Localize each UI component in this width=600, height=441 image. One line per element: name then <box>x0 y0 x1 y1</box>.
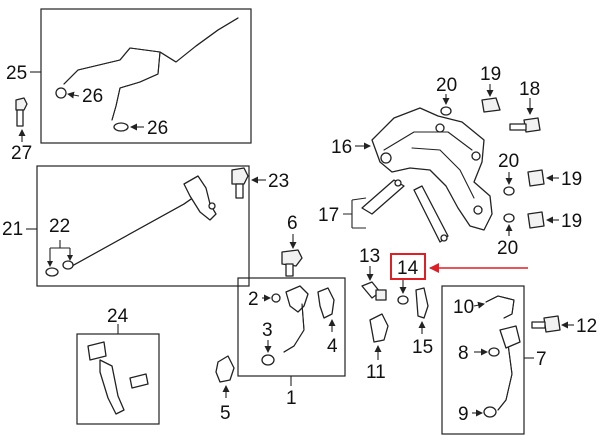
callout-20c: 20 <box>497 238 518 259</box>
bolt-23 <box>231 167 249 199</box>
callout-19c: 19 <box>561 211 582 232</box>
callout-4: 4 <box>327 336 338 357</box>
callout-12: 12 <box>576 316 597 337</box>
bracket-17 <box>361 179 449 243</box>
callout-13: 13 <box>359 246 380 267</box>
oring-26a <box>55 87 67 99</box>
callout-23: 23 <box>268 171 289 192</box>
group-25-box <box>40 8 252 144</box>
oring-20c <box>503 213 515 223</box>
callout-18: 18 <box>519 79 540 100</box>
group-1-box <box>237 277 346 377</box>
callout-15: 15 <box>412 337 433 358</box>
oring-9 <box>483 406 497 418</box>
plug-19c <box>527 211 545 229</box>
oring-3 <box>261 354 275 366</box>
callout-2: 2 <box>248 289 259 310</box>
callout-14: 14 <box>397 258 419 279</box>
group-7-box <box>441 285 525 435</box>
oring-2 <box>271 293 281 303</box>
bolt-18 <box>509 117 541 133</box>
clip-15 <box>415 287 429 319</box>
callout-7: 7 <box>536 349 547 370</box>
group-21-box <box>36 165 250 287</box>
oring-20a <box>440 106 452 116</box>
sensor-13 <box>361 281 387 301</box>
callout-1: 1 <box>286 388 297 409</box>
callout-20a: 20 <box>436 75 457 96</box>
callout-10: 10 <box>453 297 474 318</box>
bolt-12 <box>531 315 561 333</box>
callout-27: 27 <box>11 143 32 164</box>
callout-22: 22 <box>49 216 70 237</box>
plug-19a <box>481 97 501 113</box>
oring-22b <box>62 260 74 270</box>
callout-25: 25 <box>6 63 27 84</box>
oring-8 <box>488 347 500 357</box>
callout-11: 11 <box>366 362 386 383</box>
callout-6: 6 <box>287 213 298 234</box>
bolt-6 <box>281 249 303 277</box>
callout-17: 17 <box>318 205 339 226</box>
oring-14 <box>397 295 409 305</box>
callout-9: 9 <box>458 404 469 425</box>
callout-21: 21 <box>2 219 23 240</box>
callout-8: 8 <box>458 343 469 364</box>
callout-26a: 26 <box>82 86 103 107</box>
callout-19a: 19 <box>480 64 501 85</box>
group-24-box <box>76 333 160 425</box>
oring-22a <box>45 267 59 277</box>
callout-16: 16 <box>331 137 352 158</box>
oring-20b <box>503 186 515 196</box>
clip-11 <box>369 313 389 343</box>
housing-16 <box>371 107 493 231</box>
callout-5: 5 <box>220 403 231 424</box>
clip-5 <box>215 355 235 383</box>
plug-19b <box>527 169 545 187</box>
callout-20b: 20 <box>498 151 519 172</box>
bolt-27 <box>15 97 28 127</box>
highlight-box <box>390 253 426 280</box>
oring-26b <box>113 122 129 132</box>
callout-3: 3 <box>262 320 273 341</box>
callout-19b: 19 <box>561 169 582 190</box>
callout-24: 24 <box>107 306 129 327</box>
callout-26b: 26 <box>147 118 168 139</box>
